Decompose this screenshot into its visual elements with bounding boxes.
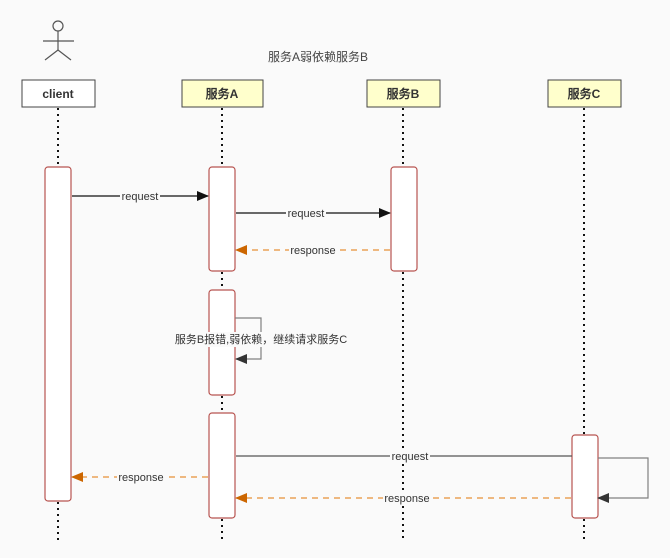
participant-service-b[interactable]: 服务B [366,79,441,108]
message-label: response [290,245,335,257]
participant-label: client [42,87,73,101]
activation-service-b [390,166,418,272]
activation-service-a-3 [208,412,236,519]
participant-service-a[interactable]: 服务A [181,79,264,108]
diagram-title: 服务A弱依赖服务B [268,49,368,64]
activations [44,166,599,519]
message-label: request [288,208,325,220]
participant-label: 服务B [387,86,420,101]
activation-service-a-1 [208,166,236,272]
message-service-c-to-service-a-response: response [235,457,649,505]
message-service-a-to-service-c-request: request [236,450,572,463]
stick-figure-icon [43,20,74,61]
message-service-a-self: 服务B报错,弱依赖，继续请求服务C [172,317,350,364]
message-service-a-to-client-response: response [71,471,208,484]
participant-service-c[interactable]: 服务C [547,79,622,108]
message-label: request [392,451,429,463]
message-label: 服务B报错,弱依赖，继续请求服务C [175,332,347,346]
participant-label: 服务A [206,86,239,101]
participant-client[interactable]: client [21,79,96,108]
participant-label: 服务C [568,86,601,101]
message-service-a-to-service-b-request: request [236,207,391,220]
activation-client [44,166,72,502]
message-label: response [384,493,429,505]
message-service-b-to-service-a-response: response [235,244,390,257]
message-label: response [118,472,163,484]
message-label: request [122,191,159,203]
activation-service-c [571,434,599,519]
message-client-to-service-a-request: request [72,190,209,203]
